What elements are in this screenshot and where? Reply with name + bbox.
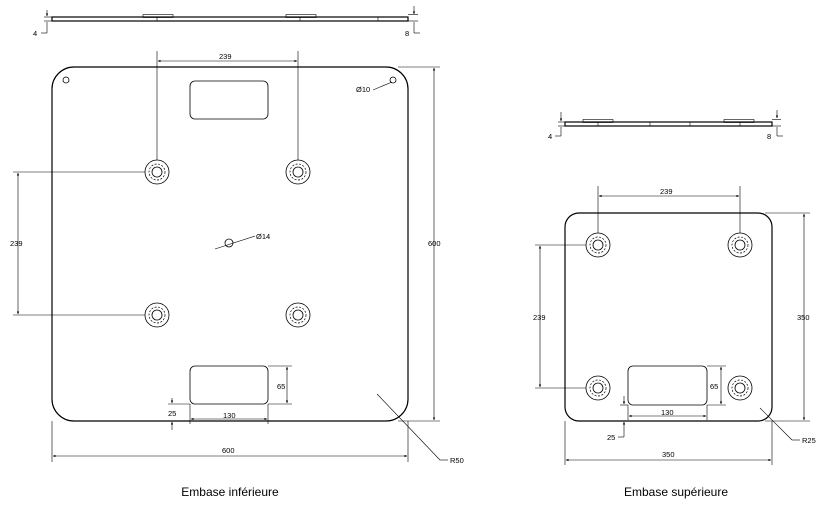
lower-side-profile: 4 8 bbox=[33, 6, 420, 38]
lower-corner-hole-right bbox=[389, 76, 397, 84]
upper-slot bbox=[627, 365, 708, 406]
upper-radius-label: R25 bbox=[802, 436, 816, 445]
lower-profile-boss-right bbox=[285, 14, 317, 18]
lower-center-hole-label: Ø14 bbox=[256, 232, 270, 241]
upper-slot-width-label: 130 bbox=[661, 408, 674, 417]
lower-base-caption: Embase inférieure bbox=[181, 485, 279, 499]
lower-bolt-hole bbox=[285, 302, 311, 328]
lower-profile-boss-left bbox=[142, 14, 174, 18]
upper-side-profile: 4 8 bbox=[548, 110, 783, 141]
lower-slot-height-label: 65 bbox=[277, 382, 285, 391]
upper-width-label: 350 bbox=[662, 450, 675, 459]
lower-corner-hole-label: Ø10 bbox=[356, 85, 370, 94]
lower-slot-offset-label: 25 bbox=[168, 409, 176, 418]
lower-width-label: 600 bbox=[222, 446, 235, 455]
lower-height-label: 600 bbox=[428, 239, 441, 248]
lower-radius-label: R50 bbox=[450, 456, 464, 465]
upper-spacing-left-label: 239 bbox=[533, 313, 546, 322]
upper-base-view: 4 8 239 bbox=[533, 110, 816, 499]
lower-spacing-left-label: 239 bbox=[10, 239, 23, 248]
lower-spacing-top-label: 239 bbox=[219, 52, 232, 61]
upper-bolt-hole bbox=[727, 375, 753, 401]
upper-base-caption: Embase supérieure bbox=[624, 485, 728, 499]
lower-corner-hole-left bbox=[62, 76, 70, 84]
upper-thickness-right-label: 8 bbox=[767, 132, 771, 141]
upper-thickness-left-label: 4 bbox=[548, 132, 552, 141]
lower-slot-width-label: 130 bbox=[223, 411, 236, 420]
upper-slot-height-label: 65 bbox=[710, 382, 718, 391]
upper-height-label: 350 bbox=[797, 313, 810, 322]
upper-plate-outline bbox=[564, 212, 773, 422]
lower-bottom-slot bbox=[189, 365, 269, 405]
lower-top-slot bbox=[189, 80, 269, 120]
upper-plate-edge bbox=[564, 121, 773, 127]
lower-plate-edge bbox=[51, 16, 409, 22]
upper-spacing-top-label: 239 bbox=[660, 187, 673, 196]
lower-thickness-right-label: 8 bbox=[405, 29, 409, 38]
lower-base-view: 4 8 Ø bbox=[10, 6, 464, 499]
lower-thickness-left-label: 4 bbox=[33, 29, 37, 38]
upper-slot-offset-label: 25 bbox=[607, 433, 615, 442]
